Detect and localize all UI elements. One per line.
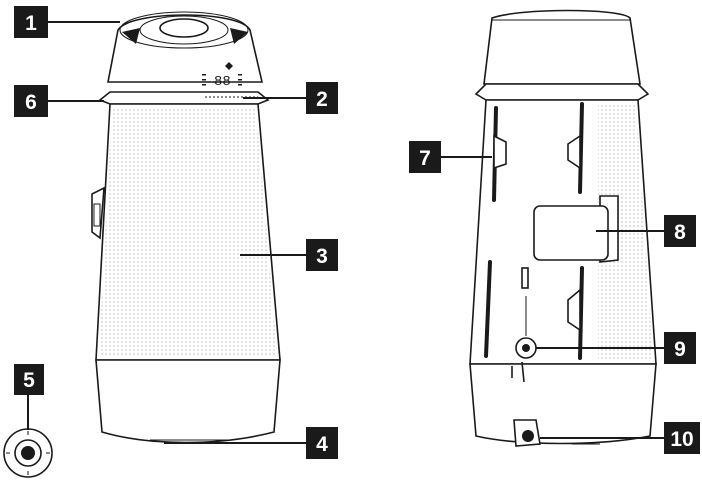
back-view bbox=[469, 9, 657, 447]
front-fan-vane-left bbox=[122, 28, 140, 44]
front-display-digits: 88 bbox=[214, 74, 231, 90]
svg-text:3: 3 bbox=[316, 245, 328, 268]
svg-text:5: 5 bbox=[23, 369, 35, 392]
front-top-head bbox=[107, 14, 264, 83]
leader-lines bbox=[27, 21, 664, 444]
back-clip bbox=[511, 361, 525, 383]
back-power-inlet bbox=[513, 419, 600, 447]
back-hook bbox=[521, 267, 529, 289]
front-rim bbox=[98, 91, 270, 105]
svg-text:4: 4 bbox=[316, 433, 328, 456]
callout-2: 2 bbox=[306, 82, 338, 114]
callout-3: 3 bbox=[306, 239, 338, 271]
back-left-rail-lower bbox=[484, 260, 492, 358]
svg-text:9: 9 bbox=[674, 338, 686, 361]
svg-text:1: 1 bbox=[25, 12, 37, 35]
callout-7: 7 bbox=[409, 141, 441, 173]
front-base bbox=[95, 359, 281, 444]
front-fan-vane-right bbox=[230, 28, 248, 44]
callout-6: 6 bbox=[14, 85, 48, 117]
back-right-rail-lower bbox=[578, 266, 584, 360]
back-rim bbox=[474, 83, 650, 101]
front-control-panel: 88 bbox=[202, 62, 242, 90]
svg-text:2: 2 bbox=[316, 88, 328, 111]
callout-8: 8 bbox=[664, 215, 696, 247]
callout-1: 1 bbox=[14, 6, 48, 38]
brand-logo-icon bbox=[225, 62, 233, 70]
front-fan-middle-ring bbox=[139, 15, 229, 45]
front-view: 88 bbox=[3, 11, 281, 478]
back-top-head bbox=[483, 9, 641, 85]
back-base bbox=[469, 363, 657, 445]
back-filter-cover bbox=[533, 195, 619, 263]
front-fan-outer-ring bbox=[119, 11, 249, 49]
svg-text:6: 6 bbox=[25, 91, 37, 114]
callout-9: 9 bbox=[664, 332, 696, 364]
svg-text:7: 7 bbox=[419, 147, 431, 170]
back-right-rail-upper bbox=[578, 102, 584, 194]
svg-text:8: 8 bbox=[674, 221, 686, 244]
back-bracket-upper-right bbox=[567, 134, 581, 170]
back-bracket-lower-right bbox=[567, 288, 581, 332]
callout-4: 4 bbox=[306, 427, 338, 459]
callout-5: 5 bbox=[14, 364, 44, 395]
back-bracket-upper-left bbox=[493, 134, 507, 170]
svg-text:10: 10 bbox=[670, 428, 693, 451]
callout-10: 10 bbox=[664, 422, 700, 454]
round-control-knob bbox=[3, 428, 53, 478]
front-fan-inner-ring bbox=[159, 18, 209, 38]
